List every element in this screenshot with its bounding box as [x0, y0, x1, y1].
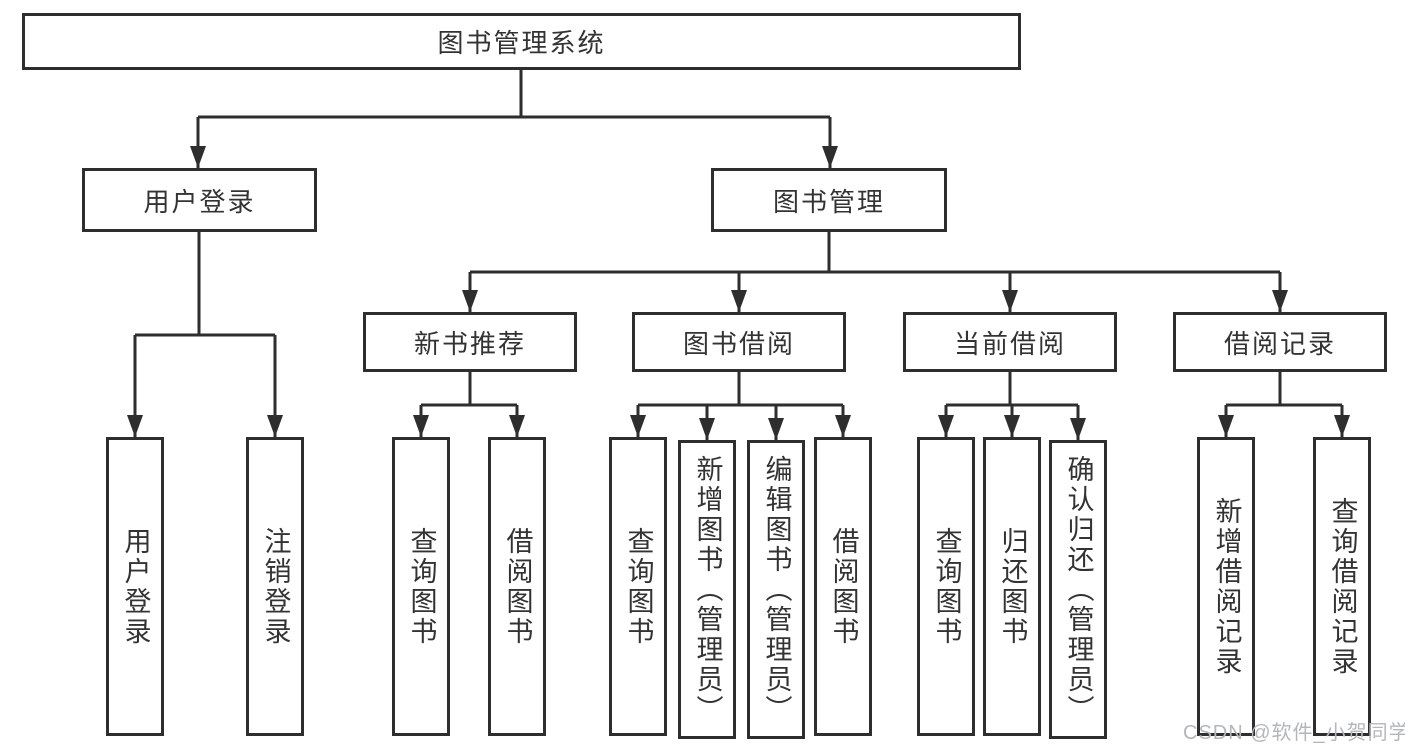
node-label: 图书管理: [772, 186, 885, 217]
node-leaf-user-login: 用户登录: [106, 437, 164, 736]
node-label: 新增借阅记录: [1211, 496, 1242, 677]
node-label: 图书管理系统: [437, 28, 606, 58]
node-label: 借阅图书: [502, 526, 533, 647]
node-label: 新书推荐: [413, 328, 526, 359]
node-book-management: 图书管理: [711, 168, 947, 232]
node-label: 确认归还（管理员）: [1063, 454, 1094, 725]
node-label: 用户登录: [120, 526, 151, 647]
node-leaf-add-borrow-record: 新增借阅记录: [1197, 437, 1255, 736]
node-label: 查询图书: [623, 526, 654, 647]
node-leaf-search-books-2: 查询图书: [609, 437, 667, 736]
node-current-borrow: 当前借阅: [903, 312, 1117, 372]
node-label: 借阅图书: [828, 526, 859, 647]
node-leaf-borrow-books-2: 借阅图书: [814, 437, 872, 736]
node-user-login: 用户登录: [82, 168, 317, 232]
node-label: 归还图书: [997, 526, 1028, 647]
node-leaf-add-book-admin: 新增图书（管理员）: [678, 440, 736, 739]
node-book-borrow: 图书借阅: [632, 312, 846, 372]
node-label: 查询借阅记录: [1327, 496, 1358, 677]
connector-rails: [135, 70, 1342, 407]
node-borrow-records: 借阅记录: [1173, 312, 1387, 372]
node-label: 注销登录: [260, 526, 291, 647]
connector-arrows: [127, 117, 1350, 440]
watermark: CSDN @软件_小贺同学: [1183, 722, 1405, 744]
node-label: 查询图书: [931, 526, 962, 647]
node-leaf-search-books-3: 查询图书: [917, 437, 975, 736]
node-library-system: 图书管理系统: [22, 13, 1021, 70]
node-leaf-confirm-return-admin: 确认归还（管理员）: [1049, 440, 1107, 739]
node-label: 查询图书: [406, 526, 437, 647]
node-leaf-return-books: 归还图书: [983, 437, 1041, 736]
node-label: 借阅记录: [1223, 328, 1336, 359]
node-label: 当前借阅: [953, 328, 1066, 359]
node-leaf-borrow-books-1: 借阅图书: [488, 437, 546, 736]
node-label: 新增图书（管理员）: [692, 454, 723, 725]
node-leaf-edit-book-admin: 编辑图书（管理员）: [747, 440, 805, 739]
node-label: 编辑图书（管理员）: [761, 454, 792, 725]
node-new-book-recommend: 新书推荐: [363, 312, 577, 372]
node-leaf-logout: 注销登录: [246, 437, 304, 736]
node-label: 用户登录: [143, 186, 256, 217]
node-label: 图书借阅: [682, 328, 795, 359]
node-leaf-search-books-1: 查询图书: [392, 437, 450, 736]
node-leaf-search-borrow-record: 查询借阅记录: [1313, 437, 1371, 736]
